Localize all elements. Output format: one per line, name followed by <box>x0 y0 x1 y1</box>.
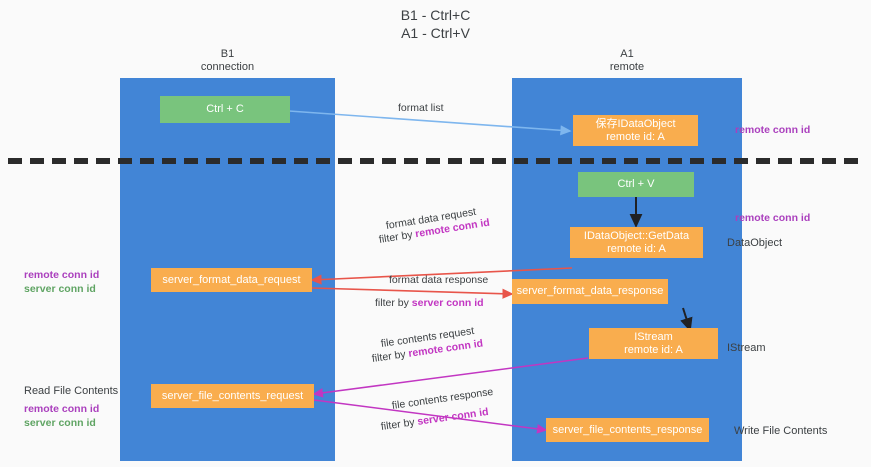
filter-prefix-1: filter by <box>378 228 417 246</box>
annotation-dataobject: DataObject <box>727 237 783 249</box>
node-server-format-data-request[interactable]: server_format_data_request <box>151 268 312 292</box>
node-ctrl-c[interactable]: Ctrl + C <box>160 96 290 123</box>
annotation-left-remote-conn-id-2: remote conn id <box>24 403 100 415</box>
node-ctrl-v[interactable]: Ctrl + V <box>578 172 694 197</box>
column-header-b1: B1 connection <box>200 48 255 73</box>
annotation-read-file-contents: Read File Contents <box>24 385 119 397</box>
arrow-format-data-response <box>311 287 514 299</box>
annotation-remote-conn-id-top: remote conn id <box>735 124 811 136</box>
phase-separator-dashed-line <box>8 158 863 164</box>
annotation-istream: IStream <box>727 342 766 354</box>
node-server-format-data-response[interactable]: server_format_data_response <box>512 279 668 304</box>
edge-label-format-list: format list <box>398 102 444 114</box>
node-server-file-contents-response[interactable]: server_file_contents_response <box>546 418 709 442</box>
node-istream[interactable]: IStream remote id: A <box>589 328 718 359</box>
annotation-left-remote-conn-id: remote conn id <box>24 269 100 281</box>
column-header-a1: A1 remote <box>609 48 645 73</box>
filter-prefix-2: filter by <box>375 297 412 309</box>
edge-label-format-data-response: format data response <box>389 274 489 286</box>
page-title: B1 - Ctrl+C A1 - Ctrl+V <box>400 7 471 41</box>
edge-label-format-data-response-filter: filter by server conn id <box>375 296 484 310</box>
node-save-idataobject[interactable]: 保存IDataObject remote id: A <box>573 115 698 146</box>
node-server-file-contents-request[interactable]: server_file_contents_request <box>151 384 314 408</box>
filter-key-server-conn-id-1: server conn id <box>411 297 484 309</box>
annotation-write-file-contents: Write File Contents <box>734 425 828 437</box>
annotation-remote-conn-id-mid: remote conn id <box>735 212 811 224</box>
filter-key-server-conn-id-2: server conn id <box>416 405 490 428</box>
filter-prefix-3: filter by <box>371 347 410 365</box>
node-idataobject-getdata[interactable]: IDataObject::GetData remote id: A <box>570 227 703 258</box>
filter-prefix-4: filter by <box>380 415 419 433</box>
annotation-left-server-conn-id-2: server conn id <box>24 417 96 429</box>
annotation-left-server-conn-id: server conn id <box>24 283 96 295</box>
